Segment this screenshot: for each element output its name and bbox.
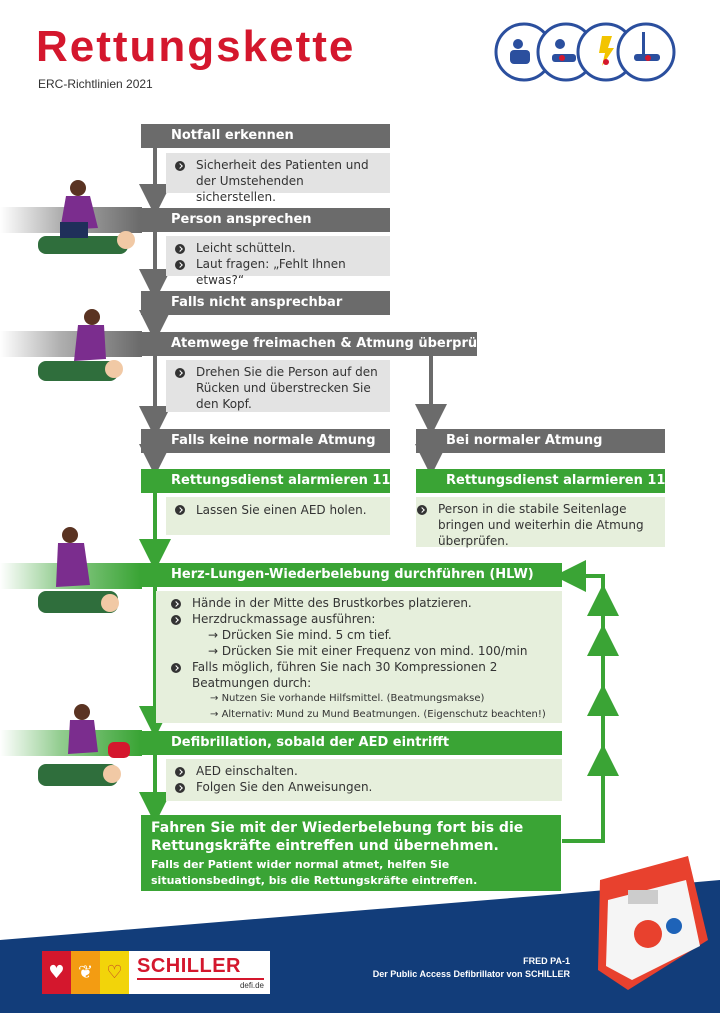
list-item: Person in die stabile Seitenlage bringen… xyxy=(417,501,657,549)
alarm-left-heading: Rettungsdienst alarmieren 112 xyxy=(141,469,400,493)
sub-item: → Nutzen Sie vorhande Hilfsmittel. (Beat… xyxy=(210,693,485,704)
anatomical-heart-icon: ♡ xyxy=(100,951,129,994)
step-speak-box: Leicht schütteln. Laut fragen: „Fehlt Ih… xyxy=(166,236,390,287)
list-item: Falls möglich, führen Sie nach 30 Kompre… xyxy=(171,659,554,691)
sub-item: → Alternativ: Mund zu Mund Beatmungen. (… xyxy=(210,709,546,720)
brand-url: defi.de xyxy=(137,978,264,990)
list-item: Drehen Sie die Person auf den Rücken und… xyxy=(175,364,382,412)
defib-heading: Defibrillation, sobald der AED eintrifft xyxy=(141,731,562,755)
list-item: Hände in der Mitte des Brustkorbes platz… xyxy=(171,595,554,611)
list-item: Laut fragen: „Fehlt Ihnen etwas?“ xyxy=(175,256,382,288)
product-name: FRED PA-1 xyxy=(523,956,570,966)
schiller-logo-strip: ♥ ❦ ♡ SCHILLER defi.de xyxy=(42,951,270,994)
alarm-right-heading: Rettungsdienst alarmieren 112 xyxy=(416,469,675,493)
cpr-heading: Herz-Lungen-Wiederbelebung durchführen (… xyxy=(141,563,562,587)
step-airway-box: Drehen Sie die Person auf den Rücken und… xyxy=(166,360,390,412)
step-airway-heading: Atemwege freimachen & Atmung überprüfen xyxy=(141,332,501,356)
step-recognize-heading: Notfall erkennen xyxy=(141,124,390,148)
step-recognize-box: Sicherheit des Patienten und der Umstehe… xyxy=(166,153,390,204)
list-item: Folgen Sie den Anweisungen. xyxy=(175,779,554,795)
alarm-left-box: Lassen Sie einen AED holen. xyxy=(166,497,390,535)
product-description: Der Public Access Defibrillator von SCHI… xyxy=(372,969,570,979)
branch-no-breathing-heading: Falls keine normale Atmung xyxy=(141,429,390,453)
rescuer-speak-illustration xyxy=(38,180,135,254)
aed-device-illustration xyxy=(598,856,708,990)
step-unresponsive-heading: Falls nicht ansprechbar xyxy=(141,291,390,315)
band-airway xyxy=(0,331,142,357)
page-subtitle: ERC-Richtlinien 2021 xyxy=(38,77,153,91)
schiller-brand: SCHILLER defi.de xyxy=(129,951,270,994)
rescuer-aed-illustration xyxy=(38,704,130,786)
list-item: Leicht schütteln. xyxy=(175,240,382,256)
list-item: Lassen Sie einen AED holen. xyxy=(175,501,382,519)
product-caption: FRED PA-1 Der Public Access Defibrillato… xyxy=(373,955,570,981)
cpr-box: Hände in der Mitte des Brustkorbes platz… xyxy=(156,591,562,723)
rescuer-cpr-illustration xyxy=(38,527,119,613)
step-speak-heading: Person ansprechen xyxy=(141,208,390,232)
continue-cpr-note: Falls der Patient wider normal atmet, he… xyxy=(151,858,478,887)
list-item: AED einschalten. xyxy=(175,763,554,779)
defib-box: AED einschalten. Folgen Sie den Anweisun… xyxy=(166,759,562,801)
chain-of-survival-logo xyxy=(494,22,676,82)
brand-name: SCHILLER xyxy=(137,955,241,977)
continue-cpr-heading: Fahren Sie mit der Wiederbelebung fort b… xyxy=(151,820,524,854)
sub-item: → Drücken Sie mit einer Frequenz von min… xyxy=(208,644,528,658)
heart-icon: ♥ xyxy=(42,951,71,994)
rescuer-airway-illustration xyxy=(38,309,123,381)
branch-normal-breathing-heading: Bei normaler Atmung xyxy=(416,429,665,453)
list-item: Sicherheit des Patienten und der Umstehe… xyxy=(175,157,382,205)
sub-item: → Drücken Sie mind. 5 cm tief. xyxy=(208,628,392,642)
page-title: Rettungskette xyxy=(36,22,356,71)
alarm-right-box: Person in die stabile Seitenlage bringen… xyxy=(416,497,665,549)
list-item: Herzdruckmassage ausführen: xyxy=(171,611,554,627)
lungs-icon: ❦ xyxy=(71,951,100,994)
continue-cpr-box: Fahren Sie mit der Wiederbelebung fort b… xyxy=(141,815,561,891)
